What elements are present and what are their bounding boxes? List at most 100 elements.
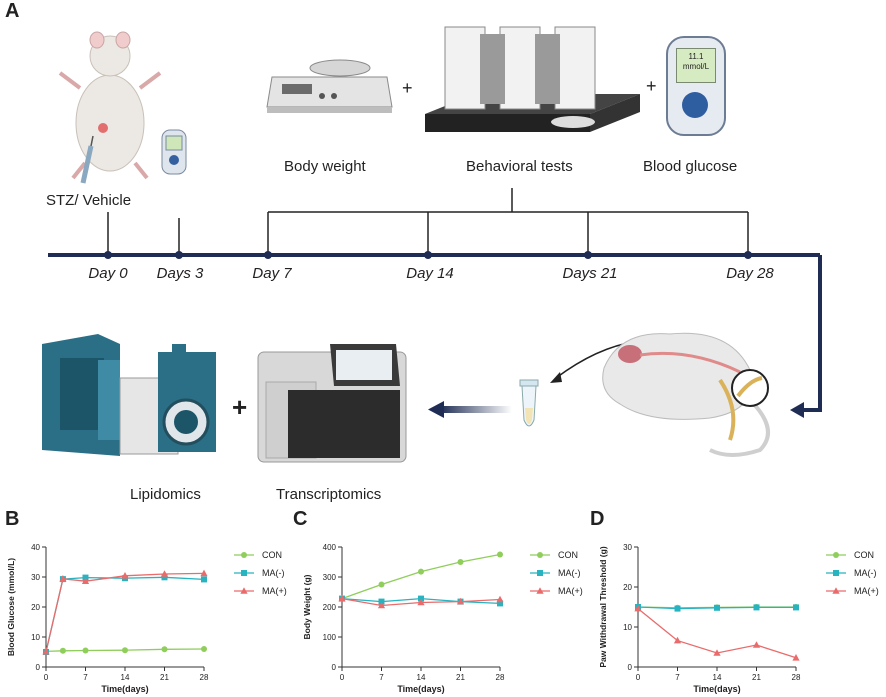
data-point	[752, 641, 761, 648]
series-line	[45, 572, 205, 652]
mass-spectrometer-illustration	[42, 334, 216, 456]
legend-label: MA(-)	[262, 568, 285, 578]
legend-marker	[240, 587, 248, 594]
legend-marker	[537, 570, 543, 576]
data-point	[456, 597, 465, 605]
y-axis-label: Blood Glucose (mmol/L)	[6, 558, 16, 656]
series-CON	[43, 646, 207, 655]
data-point	[161, 574, 168, 581]
data-point	[122, 647, 128, 654]
data-point	[418, 568, 424, 575]
data-point	[201, 576, 207, 583]
data-point	[674, 605, 681, 612]
glucometer-reading: 11.1	[688, 52, 704, 61]
y-tick-label: 100	[323, 633, 337, 642]
y-tick-label: 10	[31, 633, 40, 642]
y-tick-label: 20	[623, 583, 632, 592]
y-axis-label: Paw Withdrawal Threshold (g)	[598, 546, 608, 667]
legend-label: CON	[262, 550, 282, 560]
series-line	[45, 576, 205, 653]
day-3-label: Days 3	[156, 265, 204, 282]
x-axis-label: Time(days)	[693, 684, 740, 694]
series-MA(+)	[634, 604, 800, 661]
x-tick-label: 7	[379, 673, 384, 682]
y-tick-label: 40	[31, 543, 40, 552]
data-point	[673, 636, 682, 644]
y-tick-label: 200	[323, 603, 337, 612]
transcriptomics-label: Transcriptomics	[276, 486, 382, 503]
x-tick-label: 21	[160, 673, 169, 682]
x-tick-label: 7	[675, 673, 680, 682]
x-tick-label: 14	[121, 673, 130, 682]
legend-label: MA(+)	[262, 586, 287, 596]
data-point	[792, 654, 800, 661]
y-axis-label: Body Weight (g)	[302, 574, 312, 639]
legend-marker	[833, 570, 839, 576]
day-21-label: Days 21	[562, 265, 618, 282]
day-7-label: Day 7	[252, 265, 292, 282]
legend-label: MA(+)	[854, 586, 879, 596]
data-point	[753, 604, 760, 611]
legend-label: MA(-)	[854, 568, 877, 578]
behavioral-apparatus-illustration	[425, 26, 640, 132]
data-point	[42, 647, 50, 655]
legend-label: CON	[558, 550, 578, 560]
legend-label: MA(-)	[558, 568, 581, 578]
x-tick-label: 0	[636, 673, 641, 682]
data-point	[81, 577, 90, 584]
y-tick-label: 30	[31, 573, 40, 582]
stz-vehicle-label: STZ/ Vehicle	[46, 192, 132, 209]
series-line	[341, 553, 501, 600]
x-tick-label: 28	[496, 673, 505, 682]
legend-label: CON	[854, 550, 874, 560]
y-tick-label: 0	[628, 663, 633, 672]
y-tick-label: 30	[623, 543, 632, 552]
body-weight-label: Body weight	[284, 158, 366, 175]
data-point	[457, 559, 464, 565]
legend-marker	[537, 552, 543, 558]
data-point	[160, 570, 169, 577]
x-tick-label: 28	[200, 673, 209, 682]
series-MA(+)	[42, 569, 208, 655]
y-tick-label: 10	[623, 623, 632, 632]
x-axis-label: Time(days)	[397, 684, 444, 694]
plus-2: +	[646, 76, 657, 96]
small-glucometer-icon	[161, 129, 187, 175]
sample-tube-icon	[519, 379, 539, 427]
data-point	[713, 649, 721, 656]
legend-marker	[536, 587, 544, 594]
legend-marker	[832, 587, 840, 594]
panel-b-letter: B	[5, 508, 20, 530]
data-point	[59, 647, 66, 654]
data-point	[378, 581, 385, 588]
panel-d-letter: D	[590, 508, 605, 530]
series-MA(-)	[43, 574, 207, 655]
rat-spinal-cord-illustration	[602, 332, 770, 457]
data-point	[121, 572, 129, 579]
data-point	[82, 647, 89, 654]
x-tick-label: 0	[340, 673, 345, 682]
legend-marker	[241, 570, 247, 576]
x-tick-label: 14	[713, 673, 722, 682]
series-MA(+)	[338, 594, 504, 609]
y-tick-label: 0	[36, 663, 41, 672]
data-point	[417, 598, 425, 606]
day-28-label: Day 28	[726, 265, 774, 282]
day-0-label: Day 0	[88, 265, 128, 282]
data-point	[161, 646, 168, 653]
timeline	[48, 188, 822, 418]
data-point	[378, 598, 385, 605]
data-point	[497, 600, 503, 607]
data-point	[377, 601, 386, 609]
data-point	[338, 594, 346, 602]
data-point	[714, 604, 720, 611]
x-tick-label: 7	[83, 673, 88, 682]
glucometer-device: 11.1 mmol/L	[666, 36, 726, 136]
x-tick-label: 21	[456, 673, 465, 682]
data-point	[497, 551, 503, 558]
data-point	[793, 604, 799, 611]
series-CON	[339, 551, 503, 602]
glucometer-unit: mmol/L	[682, 62, 710, 71]
